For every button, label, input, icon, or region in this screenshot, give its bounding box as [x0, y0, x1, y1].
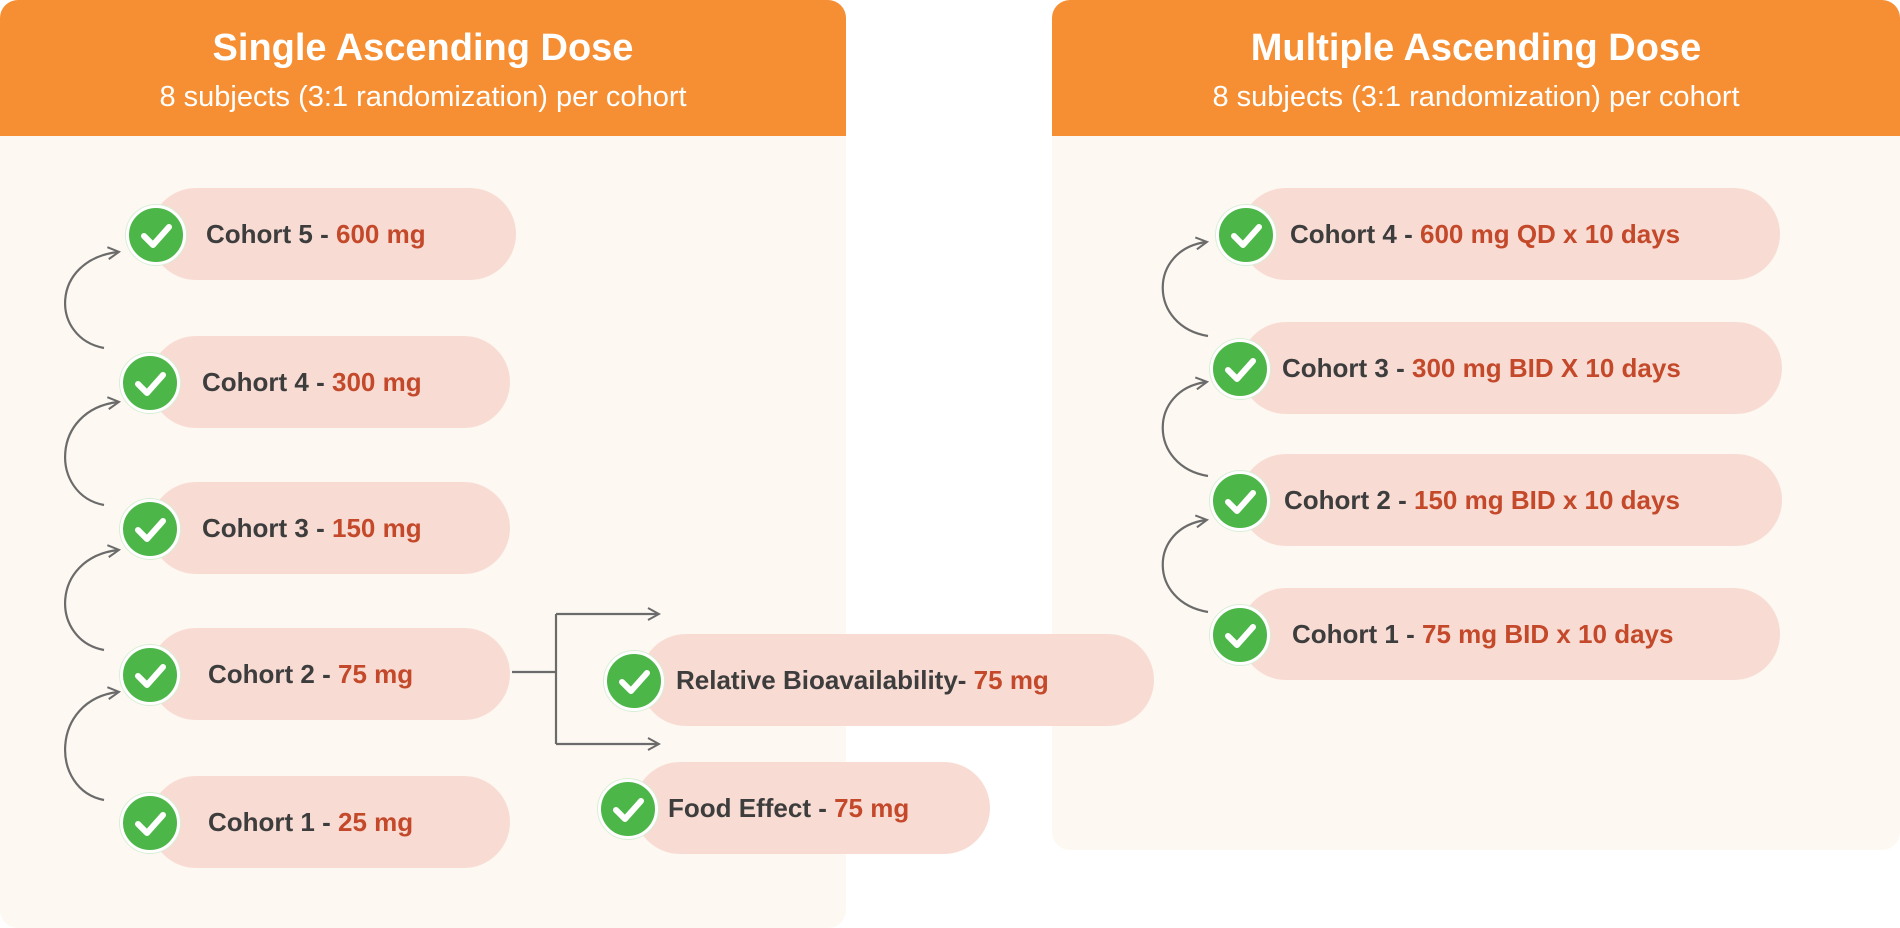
- branch-rba-pill: Relative Bioavailability- 75 mg: [640, 634, 1154, 726]
- sad-arrow-4-5: [64, 252, 118, 350]
- check-circle-icon: [1210, 339, 1270, 399]
- branch-food-pill: Food Effect - 75 mg: [634, 762, 990, 854]
- sad-arrow-1-2: [64, 692, 118, 802]
- check-circle-icon: [598, 779, 658, 839]
- sad-cohort-4-label: Cohort 4 -: [202, 367, 332, 397]
- sad-title: Single Ascending Dose: [212, 27, 634, 69]
- branch-rba-dose: 75 mg: [973, 665, 1049, 695]
- sad-cohort-4-dose: 300 mg: [332, 367, 422, 397]
- mad-cohort-1-pill: Cohort 1 - 75 mg BID x 10 days: [1240, 588, 1780, 680]
- mad-cohort-4-label: Cohort 4 -: [1290, 219, 1420, 249]
- mad-cohort-2-label: Cohort 2 -: [1284, 485, 1414, 515]
- sad-cohort-3-label: Cohort 3 -: [202, 513, 332, 543]
- mad-cohort-3-dose: 300 mg BID X 10 days: [1412, 353, 1681, 383]
- check-circle-icon: [1210, 471, 1270, 531]
- sad-subtitle: 8 subjects (3:1 randomization) per cohor…: [159, 81, 687, 113]
- mad-cohort-4-dose: 600 mg QD x 10 days: [1420, 219, 1681, 249]
- check-circle-icon: [126, 205, 186, 265]
- sad-cohort-3-dose: 150 mg: [332, 513, 422, 543]
- sad-cohort-5-pill: Cohort 5 - 600 mg: [150, 188, 516, 280]
- check-circle-icon: [1216, 205, 1276, 265]
- sad-panel: Single Ascending Dose 8 subjects (3:1 ra…: [0, 0, 846, 928]
- branch-food-label: Food Effect -: [668, 793, 835, 823]
- mad-header: Multiple Ascending Dose 8 subjects (3:1 …: [1052, 0, 1900, 136]
- check-circle-icon: [604, 651, 664, 711]
- sad-arrow-2-3: [64, 550, 118, 652]
- sad-cohort-1-pill: Cohort 1 - 25 mg: [150, 776, 510, 868]
- mad-arrow-3-4: [1161, 242, 1208, 338]
- mad-subtitle: 8 subjects (3:1 randomization) per cohor…: [1212, 81, 1740, 113]
- mad-cohort-2-pill: Cohort 2 - 150 mg BID x 10 days: [1240, 454, 1782, 546]
- branch-food-dose: 75 mg: [834, 793, 910, 823]
- sad-cohort-5-label: Cohort 5 -: [206, 219, 336, 249]
- mad-cohort-3-label: Cohort 3 -: [1282, 353, 1412, 383]
- check-circle-icon: [120, 645, 180, 705]
- mad-arrow-1-2: [1161, 520, 1208, 614]
- sad-header: Single Ascending Dose 8 subjects (3:1 ra…: [0, 0, 846, 136]
- sad-cohort-2-dose: 75 mg: [338, 659, 414, 689]
- sad-cohort-2-label: Cohort 2 -: [208, 659, 338, 689]
- sad-cohort-2-pill: Cohort 2 - 75 mg: [150, 628, 510, 720]
- mad-cohort-1-dose: 75 mg BID x 10 days: [1422, 619, 1674, 649]
- sad-cohort-5-dose: 600 mg: [336, 219, 426, 249]
- branch-rba-label: Relative Bioavailability-: [676, 665, 974, 695]
- check-circle-icon: [120, 499, 180, 559]
- sad-arrow-3-4: [64, 402, 118, 507]
- check-circle-icon: [1210, 605, 1270, 665]
- mad-arrow-2-3: [1161, 382, 1208, 478]
- sad-cohort-1-label: Cohort 1 -: [208, 807, 338, 837]
- sad-cohort-1-dose: 25 mg: [338, 807, 414, 837]
- mad-cohort-3-pill: Cohort 3 - 300 mg BID X 10 days: [1240, 322, 1782, 414]
- check-circle-icon: [120, 353, 180, 413]
- mad-cohort-2-dose: 150 mg BID x 10 days: [1414, 485, 1680, 515]
- mad-cohort-4-pill: Cohort 4 - 600 mg QD x 10 days: [1240, 188, 1780, 280]
- sad-cohort-4-pill: Cohort 4 - 300 mg: [150, 336, 510, 428]
- mad-cohort-1-label: Cohort 1 -: [1292, 619, 1422, 649]
- check-circle-icon: [120, 793, 180, 853]
- sad-cohort-3-pill: Cohort 3 - 150 mg: [150, 482, 510, 574]
- mad-title: Multiple Ascending Dose: [1250, 27, 1702, 69]
- mad-panel: Multiple Ascending Dose 8 subjects (3:1 …: [1052, 0, 1900, 850]
